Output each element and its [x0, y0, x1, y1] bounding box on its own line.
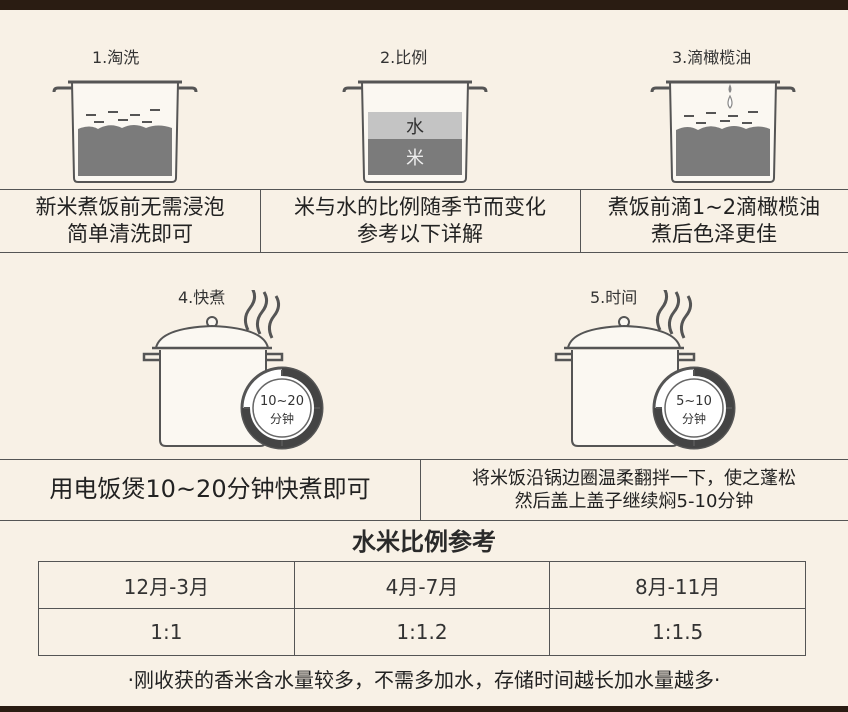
top-border [0, 0, 848, 10]
washing-pot-icon [52, 80, 198, 183]
step-2-title: 2.比例 [380, 48, 428, 67]
divider [260, 190, 261, 252]
bottom-border [0, 706, 848, 712]
step-5-caption: 将米饭沿锅边圈温柔翻拌一下，使之蓬松 然后盖上盖子继续焖5-10分钟 [472, 467, 796, 512]
timer-unit: 分钟 [270, 411, 294, 426]
step-1-title: 1.淘洗 [92, 48, 140, 67]
step-2-caption: 米与水的比例随季节而变化 参考以下详解 [294, 194, 546, 246]
season-header: 12月-3月 [38, 561, 295, 609]
table-row: 1:1 1:1.2 1:1.5 [38, 608, 806, 656]
ratio-value: 1:1.2 [293, 608, 551, 656]
water-label: 水 [406, 117, 424, 138]
step-5-title: 5.时间 [590, 288, 638, 307]
oil-pot-icon [650, 80, 796, 183]
ratio-value: 1:1.5 [549, 608, 806, 656]
caption-row-1: 新米煮饭前无需浸泡 简单清洗即可 米与水的比例随季节而变化 参考以下详解 煮饭前… [0, 189, 848, 253]
table-row: 12月-3月 4月-7月 8月-11月 [38, 561, 806, 609]
step-4-caption: 用电饭煲10~20分钟快煮即可 [49, 475, 371, 504]
step-1-caption: 新米煮饭前无需浸泡 简单清洗即可 [35, 194, 225, 246]
cooker-icon: 10~20 分钟 [142, 290, 324, 450]
timer-range: 10~20 [260, 394, 304, 409]
divider [420, 460, 421, 520]
ratio-table: 12月-3月 4月-7月 8月-11月 1:1 1:1.2 1:1.5 [38, 561, 806, 656]
step-3-title: 3.滴橄榄油 [672, 48, 752, 67]
step-4-title: 4.快煮 [178, 288, 226, 307]
ratio-value: 1:1 [38, 608, 295, 656]
season-header: 8月-11月 [549, 561, 806, 609]
step-3-caption: 煮饭前滴1~2滴橄榄油 煮后色泽更佳 [607, 194, 821, 246]
timer-unit: 分钟 [682, 411, 706, 426]
ratio-pot-icon: 水 米 [342, 80, 488, 183]
divider [580, 190, 581, 252]
rice-label: 米 [406, 148, 424, 169]
ratio-table-title: 水米比例参考 [352, 528, 496, 556]
footnote: ·刚收获的香米含水量较多，不需多加水，存储时间越长加水量越多· [127, 668, 721, 692]
cooker-icon: 5~10 分钟 [554, 290, 736, 450]
caption-row-2: 用电饭煲10~20分钟快煮即可 将米饭沿锅边圈温柔翻拌一下，使之蓬松 然后盖上盖… [0, 459, 848, 521]
season-header: 4月-7月 [293, 561, 551, 609]
timer-range: 5~10 [676, 394, 712, 409]
